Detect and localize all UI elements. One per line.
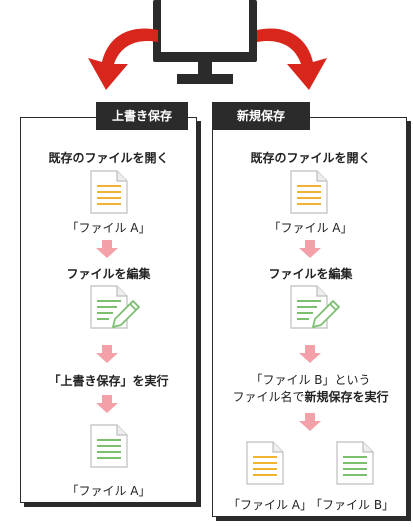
left-step-overwrite-save: 「上書き保存」を実行 xyxy=(48,374,169,388)
document-green-icon xyxy=(90,424,128,468)
right-step-new-save-line2: ファイル名で新規保存を実行 xyxy=(212,388,409,405)
right-step-new-save-line2-bold: 新規保存を実行 xyxy=(304,390,389,404)
document-green-icon xyxy=(336,441,374,485)
curved-arrow-right-icon xyxy=(257,28,327,90)
right-file-a-label: 「ファイル A」 xyxy=(268,221,353,235)
right-step-edit-file: ファイルを編集 xyxy=(268,267,353,281)
document-yellow-icon xyxy=(246,441,284,485)
right-final-file-b-label: 「ファイル B」 xyxy=(310,498,395,512)
down-arrow-icon xyxy=(96,395,118,413)
down-arrow-icon xyxy=(96,240,118,258)
left-step-open-file: 既存のファイルを開く xyxy=(48,151,169,165)
right-step-open-file: 既存のファイルを開く xyxy=(250,151,371,165)
down-arrow-icon xyxy=(96,345,118,363)
left-file-a-label: 「ファイル A」 xyxy=(66,221,151,235)
right-step-new-save-line1: 「ファイル B」という xyxy=(250,373,371,387)
overwrite-save-title: 上書き保存 xyxy=(111,109,172,123)
overwrite-save-tab: 上書き保存 xyxy=(96,102,188,130)
document-edit-icon xyxy=(290,285,340,329)
new-save-tab: 新規保存 xyxy=(212,102,310,130)
left-final-file-a-label: 「ファイル A」 xyxy=(66,484,151,498)
down-arrow-icon xyxy=(299,413,321,431)
right-final-file-a-label: 「ファイル A」 xyxy=(227,498,312,512)
monitor-icon xyxy=(153,0,257,84)
new-save-title: 新規保存 xyxy=(236,109,285,123)
down-arrow-icon xyxy=(299,345,321,363)
document-yellow-icon xyxy=(90,170,128,214)
down-arrow-icon xyxy=(299,240,321,258)
right-step-new-save-line2-normal: ファイル名で xyxy=(232,390,305,404)
curved-arrow-left-icon xyxy=(88,28,158,90)
document-edit-icon xyxy=(90,285,140,329)
document-yellow-icon xyxy=(290,170,328,214)
left-step-edit-file: ファイルを編集 xyxy=(66,267,151,281)
